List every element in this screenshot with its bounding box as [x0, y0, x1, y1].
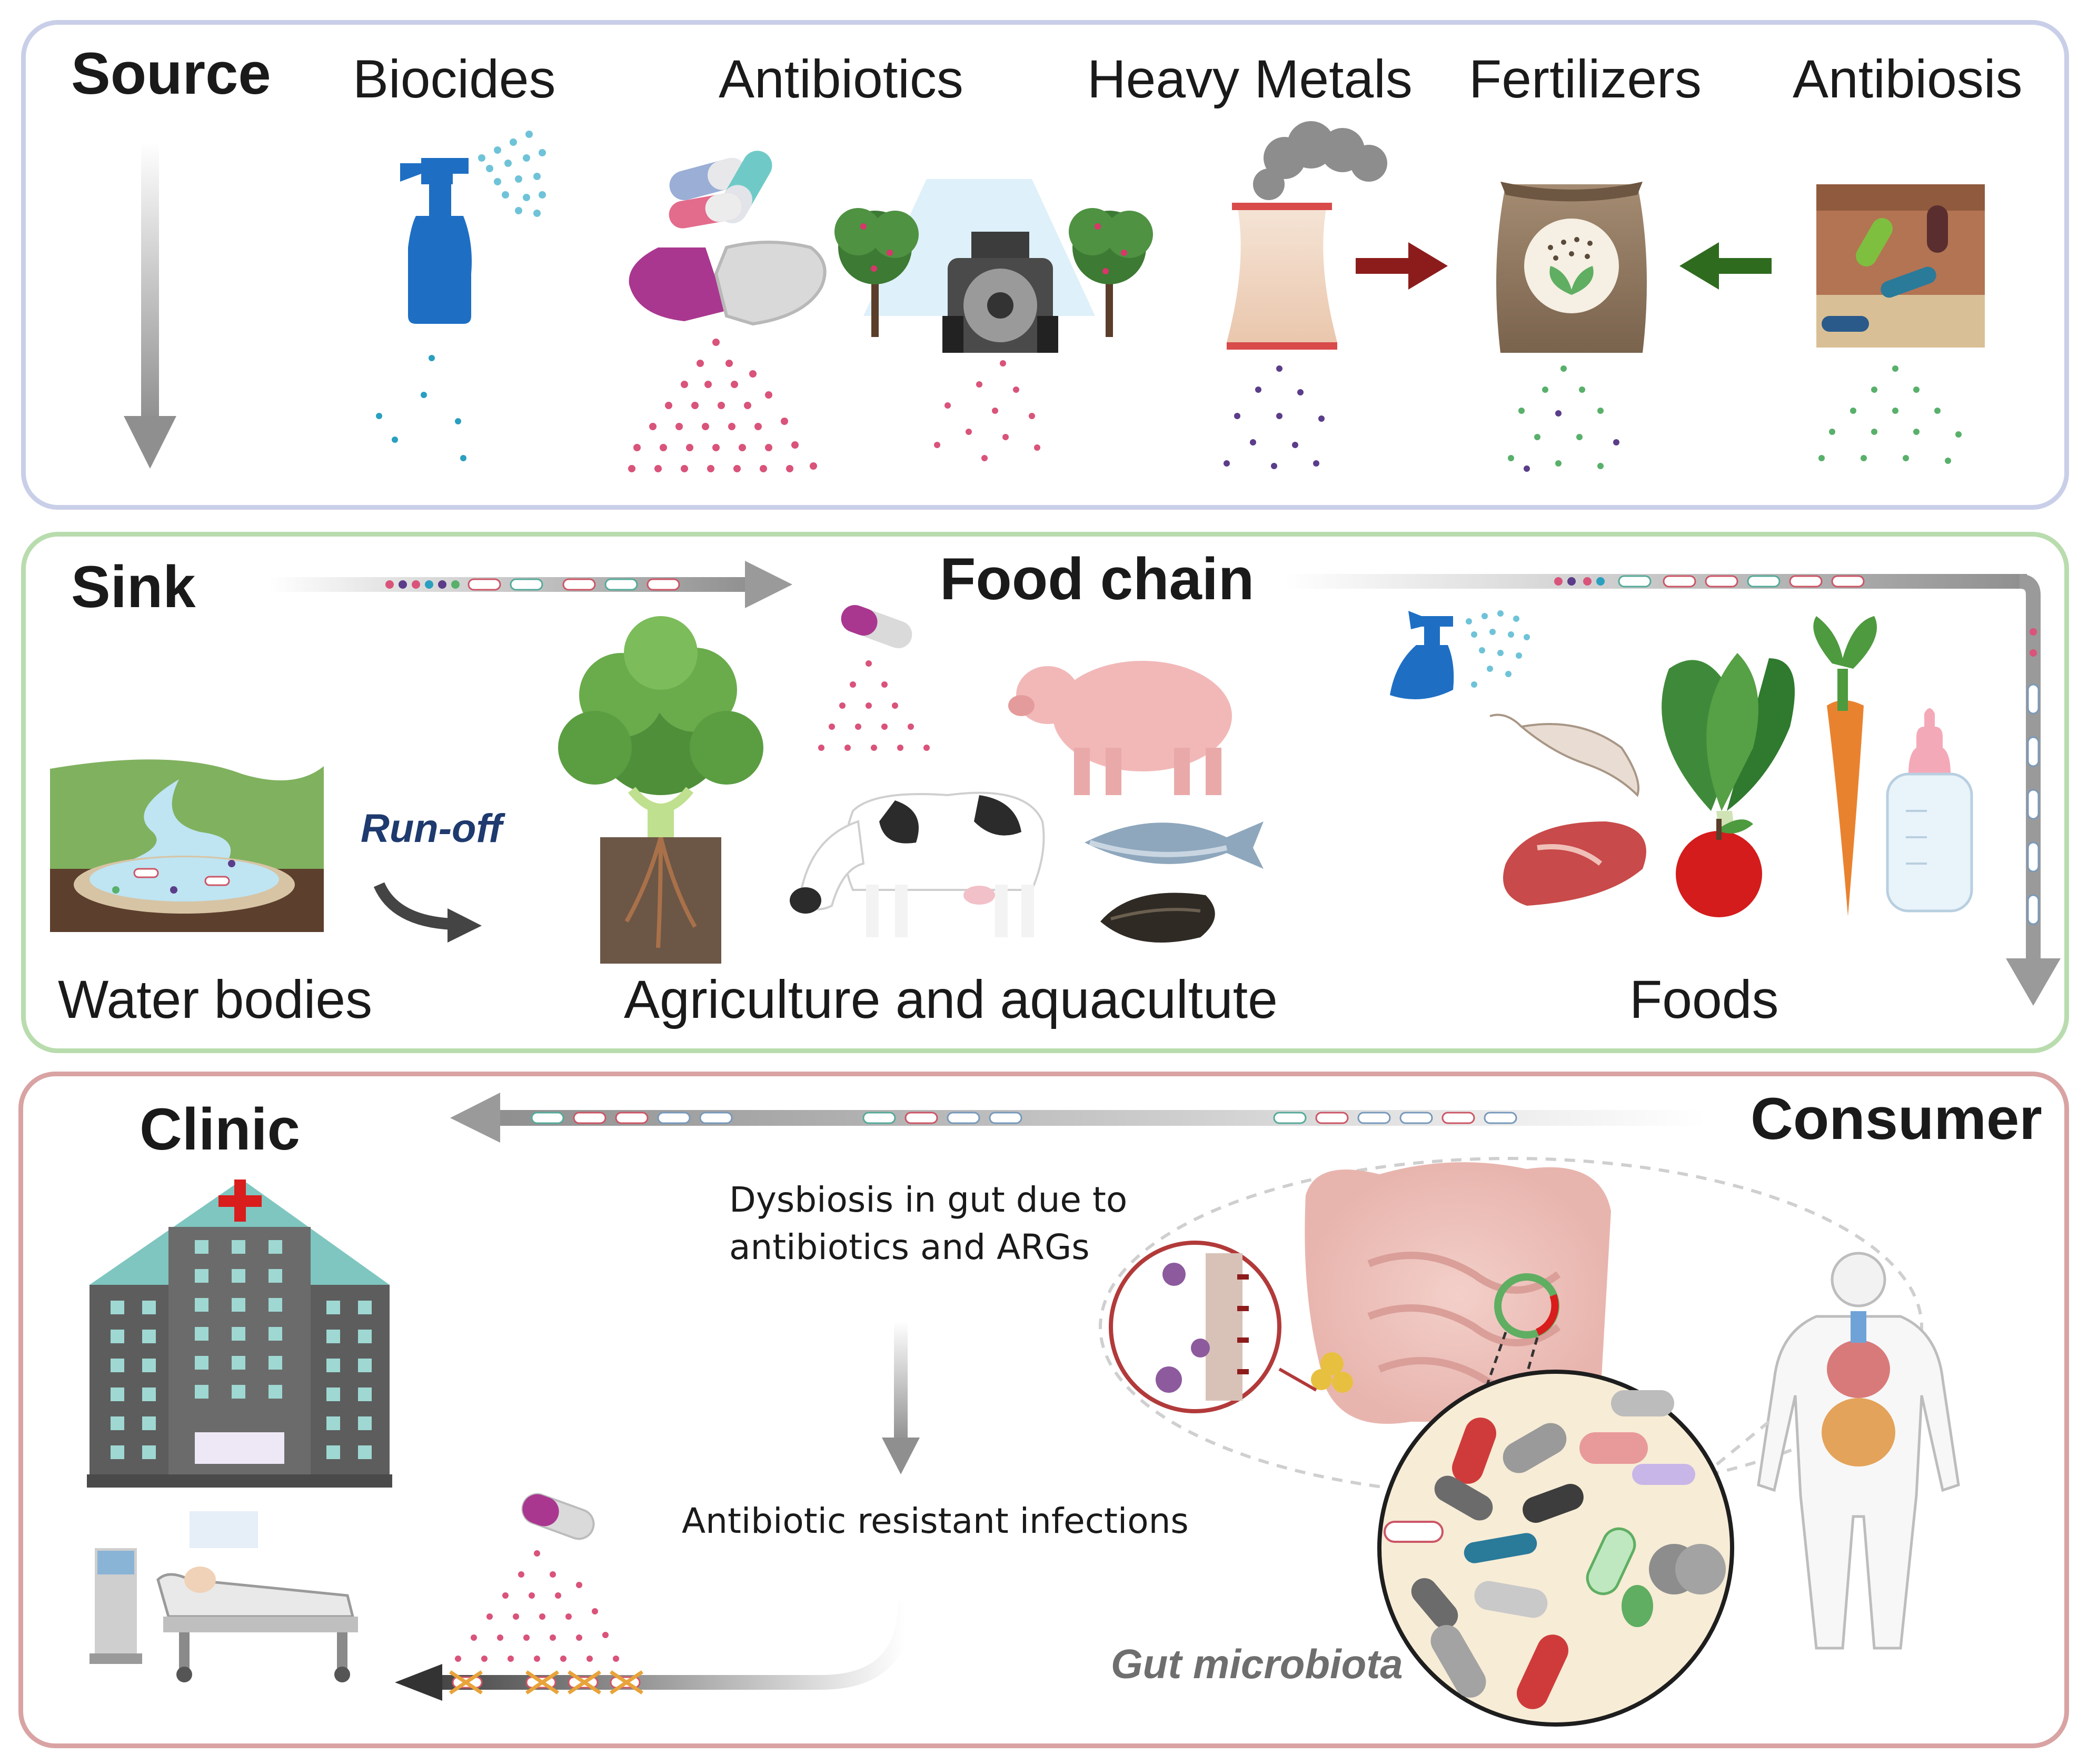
gut-microbiota-label: Gut microbiota [1111, 1641, 1403, 1687]
consumer-title: Consumer [1751, 1086, 2042, 1152]
carrot-icon [1813, 616, 1877, 916]
source-item-heavy-metals: Heavy Metals [1087, 49, 1413, 109]
apple-icon [1676, 819, 1762, 917]
sink-antibiotic-dots [818, 660, 930, 751]
foods-label: Foods [1629, 969, 1779, 1029]
dysbiosis-label-line1: Dysbiosis in gut due to [729, 1180, 1128, 1220]
dysbiosis-label-line2: antibiotics and ARGs [729, 1227, 1090, 1267]
soil-bacteria-icon [1816, 184, 1985, 348]
shrimp-icon [1489, 713, 1639, 797]
consumer-antibiotic-dots [455, 1550, 619, 1662]
water-bodies-label: Water bodies [58, 969, 373, 1029]
orchard-sprayer-icon [834, 179, 1153, 353]
dysbiosis-down-arrow [882, 1322, 920, 1474]
heavy-metal-dots [1224, 365, 1325, 469]
clinic-title: Clinic [140, 1096, 300, 1162]
fish-icon [1085, 821, 1264, 869]
consumer-capsule-icon [521, 1493, 595, 1540]
consumer-panel [18, 1072, 2069, 1748]
source-item-antibiosis: Antibiosis [1793, 49, 2023, 109]
gut-lining-zoom-icon [1109, 1241, 1317, 1413]
heavy-metal-arrow [1356, 242, 1448, 290]
source-flow-arrow [124, 142, 176, 469]
fertilizer-bag-icon [1496, 182, 1647, 353]
baby-bottle-icon [1886, 708, 1973, 913]
factory-chimney-icon [1227, 121, 1387, 350]
lettuce-plant-icon [558, 616, 763, 964]
food-chain-flow-arrow [1285, 574, 2061, 1006]
foods-spray-bottle-icon [1390, 611, 1454, 699]
biocide-dots [376, 355, 466, 461]
hospital-bed-icon [90, 1511, 358, 1682]
foods-spray-mist [1466, 610, 1530, 688]
sprayer-dots [934, 360, 1040, 461]
capsules-icon [629, 151, 827, 326]
steak-icon [1503, 821, 1646, 906]
mussel-icon [1100, 893, 1215, 943]
sink-flow-arrow [269, 561, 792, 608]
sink-title: Sink [71, 554, 196, 620]
antibiotic-dots [628, 339, 817, 472]
infections-label: Antibiotic resistant infections [682, 1501, 1189, 1541]
agriculture-label: Agriculture and aquacultute [624, 969, 1278, 1029]
run-off-arrow [373, 882, 482, 943]
source-title: Source [71, 41, 271, 106]
source-item-fertilizers: Fertilizers [1469, 49, 1702, 109]
run-off-label: Run-off [361, 806, 502, 851]
source-item-antibiotics: Antibiotics [719, 49, 963, 109]
source-panel [21, 20, 2069, 510]
sink-capsule-icon [841, 604, 912, 649]
food-chain-title: Food chain [940, 546, 1255, 612]
antibiosis-arrow [1679, 242, 1772, 290]
hospital-building-icon [87, 1180, 392, 1488]
pig-icon [1008, 661, 1232, 795]
source-item-biocides: Biocides [353, 49, 556, 109]
water-body-icon [50, 759, 324, 932]
human-body-icon [1710, 1252, 1960, 1650]
gut-microbiota-circle [1377, 1370, 1734, 1727]
cow-icon [790, 791, 1045, 937]
sink-panel [21, 532, 2069, 1053]
biocide-spray-mist [478, 131, 546, 217]
spray-bottle-icon [400, 158, 472, 324]
fertilizer-dots [1508, 365, 1619, 472]
infection-return-arrow [395, 1600, 913, 1701]
antibiosis-dots [1818, 365, 1962, 464]
consumer-flow-arrow [450, 1093, 1706, 1143]
